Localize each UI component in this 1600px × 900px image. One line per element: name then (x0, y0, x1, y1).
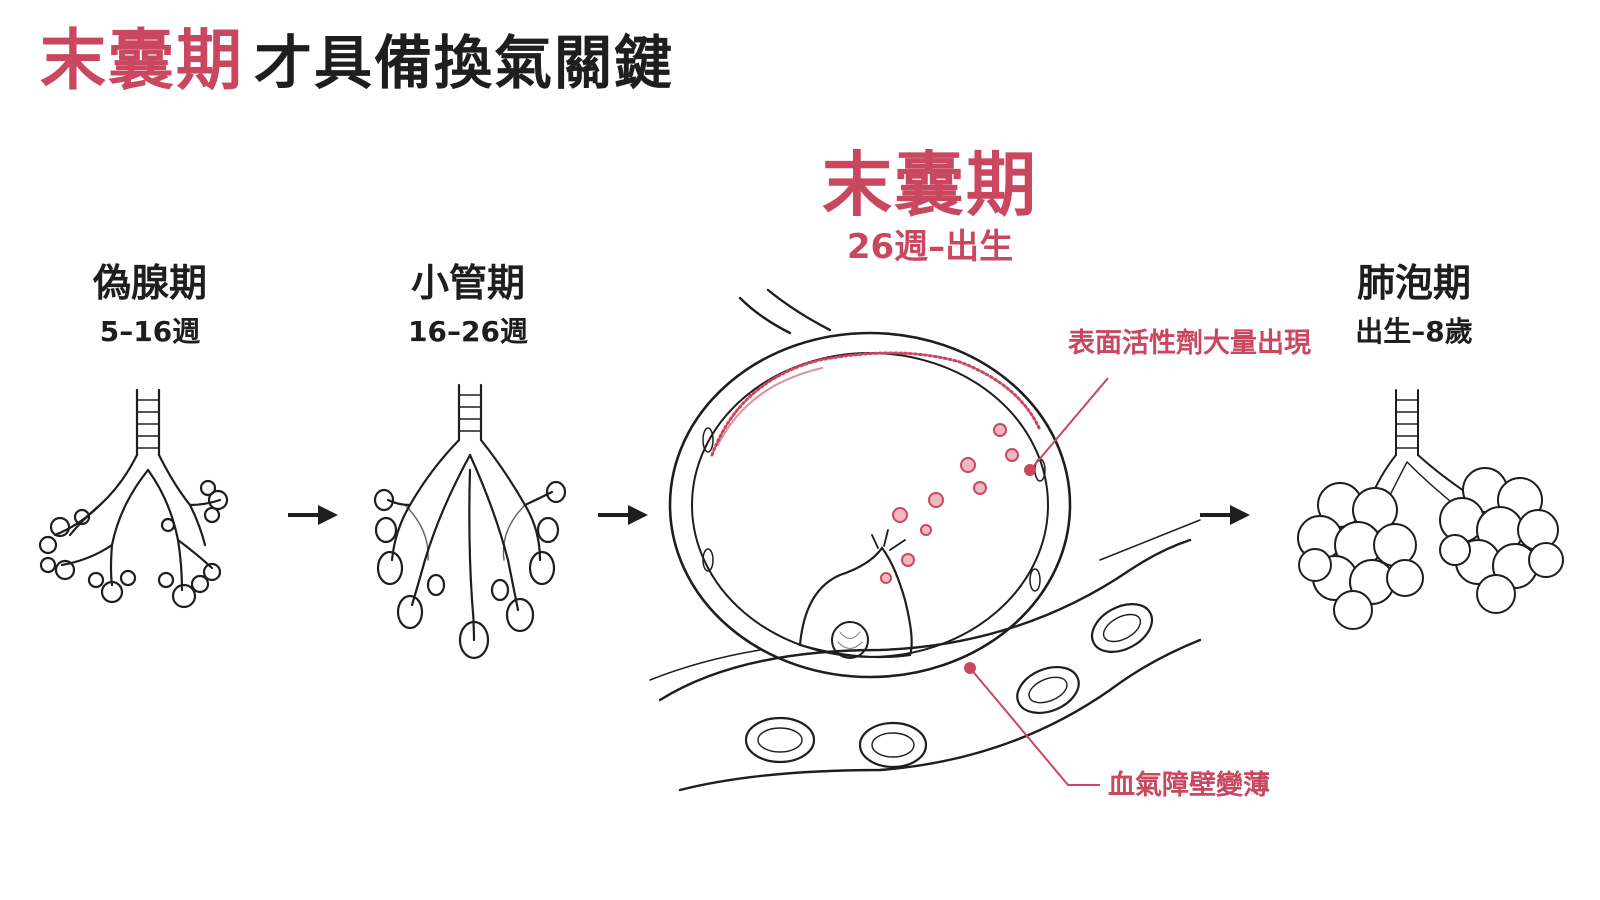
stage-label-pseudoglandular: 偽腺期 (92, 261, 207, 305)
stage-range-canalicular: 16–26週 (408, 315, 528, 348)
page-title: 末囊期才具備換氣關鍵 (40, 28, 674, 94)
title-highlight: 末囊期 (40, 22, 244, 99)
stage-label-saccular: 末囊期 (822, 144, 1038, 226)
callout-leader-barrier (964, 662, 1100, 786)
stage-range-saccular: 26週–出生 (846, 227, 1014, 267)
stage-label-canalicular: 小管期 (410, 261, 525, 305)
callout-barrier: 血氣障壁變薄 (1108, 770, 1270, 801)
canalicular-illustration (373, 383, 567, 660)
stage-range-alveolar: 出生–8歲 (1355, 315, 1473, 348)
saccular-illustration (649, 288, 1202, 792)
pseudoglandular-illustration (38, 388, 229, 609)
alveolar-illustration (1297, 389, 1564, 630)
callout-leader-surfactant (1024, 377, 1109, 476)
title-rest: 才具備換氣關鍵 (254, 29, 675, 97)
stage-label-alveolar: 肺泡期 (1356, 261, 1471, 305)
surfactant-layer (710, 351, 1042, 457)
callout-surfactant: 表面活性劑大量出現 (1068, 328, 1311, 359)
stage-range-pseudoglandular: 5–16週 (99, 315, 201, 348)
surfactant-droplets (880, 423, 1019, 584)
